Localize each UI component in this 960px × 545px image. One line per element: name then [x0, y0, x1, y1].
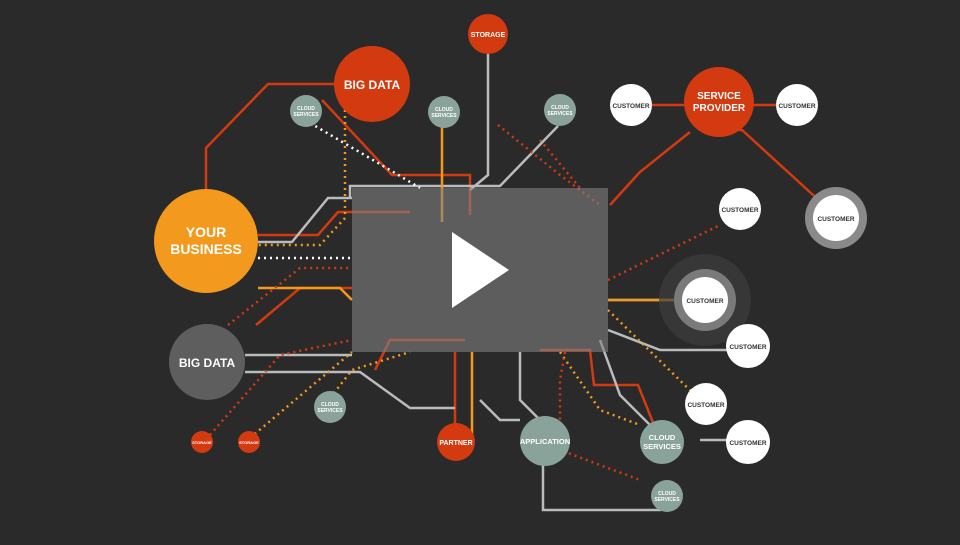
node-label: APPLICATION	[520, 437, 570, 446]
node-label: CUSTOMER	[817, 216, 854, 223]
node-cloud-services-bottom: CLOUD SERVICES	[651, 480, 683, 512]
link-line	[497, 124, 601, 206]
node-label: CUSTOMER	[729, 344, 766, 351]
link-line	[607, 328, 735, 352]
node-customer-3: CUSTOMER	[719, 188, 761, 230]
link-line	[245, 370, 455, 410]
node-label: SERVICES	[293, 112, 319, 118]
link-line	[258, 110, 347, 247]
node-label: YOUR	[186, 224, 226, 240]
node-storage-small-2: STORAGE	[238, 431, 260, 453]
link-line	[518, 352, 546, 426]
node-application: APPLICATION	[520, 416, 570, 466]
link-line	[558, 351, 641, 482]
link-line	[227, 266, 352, 326]
link-line	[539, 139, 581, 189]
link-line	[304, 118, 421, 190]
node-label: BIG DATA	[179, 356, 236, 370]
node-label: PARTNER	[439, 440, 472, 447]
node-partner: PARTNER	[437, 423, 475, 461]
node-label: BUSINESS	[170, 241, 242, 257]
node-cloud-services-c: CLOUD SERVICES	[544, 94, 576, 126]
node-label: BIG DATA	[344, 78, 401, 92]
node-label: STORAGE	[239, 440, 259, 445]
node-label: CLOUD	[658, 491, 676, 497]
node-label: PROVIDER	[693, 103, 746, 114]
link-line	[249, 351, 353, 439]
link-line	[258, 196, 352, 244]
node-big-data-top: BIG DATA	[334, 46, 410, 122]
node-label: CUSTOMER	[729, 440, 766, 447]
node-customer-6: CUSTOMER	[726, 324, 770, 368]
link-line	[598, 339, 651, 426]
link-line	[258, 286, 353, 301]
node-label: CUSTOMER	[686, 298, 723, 305]
node-label: CUSTOMER	[612, 103, 649, 110]
node-label: SERVICES	[643, 442, 681, 451]
node-label: STORAGE	[471, 32, 506, 39]
node-service-provider: SERVICE PROVIDER	[684, 67, 754, 137]
play-icon[interactable]	[352, 188, 608, 352]
link-line	[558, 351, 641, 427]
node-label: CLOUD	[435, 107, 453, 113]
node-cloud-services-a: CLOUD SERVICES	[290, 95, 322, 127]
link-line	[541, 465, 667, 512]
node-customer-1: CUSTOMER	[610, 84, 652, 126]
link-line	[469, 53, 490, 191]
node-label: SERVICES	[317, 408, 343, 414]
node-storage-top: STORAGE	[468, 14, 508, 54]
node-label: SERVICES	[547, 111, 573, 117]
node-label: CLOUD	[321, 402, 339, 408]
node-label: CLOUD	[551, 105, 569, 111]
node-label: CLOUD	[297, 106, 315, 112]
node-label: CLOUD	[649, 433, 676, 442]
link-line	[255, 286, 352, 326]
node-label: CUSTOMER	[721, 207, 758, 214]
link-line	[479, 399, 520, 422]
node-customer-4: CUSTOMER	[813, 195, 859, 241]
connection-lines	[204, 53, 836, 512]
node-cloud-services-d: CLOUD SERVICES	[314, 391, 346, 423]
node-customer-2: CUSTOMER	[776, 84, 818, 126]
node-label: SERVICE	[697, 91, 741, 102]
node-big-data-left: BIG DATA	[169, 324, 245, 400]
node-customer-5: CUSTOMER	[682, 277, 728, 323]
node-storage-small-1: STORAGE	[191, 431, 213, 453]
link-line	[609, 131, 691, 206]
node-cloud-services-large: CLOUD SERVICES	[640, 420, 684, 464]
node-customer-7: CUSTOMER	[685, 383, 727, 425]
node-label: SERVICES	[431, 113, 457, 119]
node-label: CUSTOMER	[687, 402, 724, 409]
link-line	[204, 82, 340, 210]
node-label: CUSTOMER	[778, 103, 815, 110]
node-label: SERVICES	[654, 497, 680, 503]
node-label: STORAGE	[192, 440, 212, 445]
link-line	[348, 125, 559, 198]
node-your-business: YOUR BUSINESS	[154, 189, 258, 293]
node-cloud-services-b: CLOUD SERVICES	[428, 96, 460, 128]
node-customer-8: CUSTOMER	[726, 420, 770, 464]
video-play-overlay[interactable]	[352, 188, 608, 352]
link-line	[607, 223, 721, 282]
